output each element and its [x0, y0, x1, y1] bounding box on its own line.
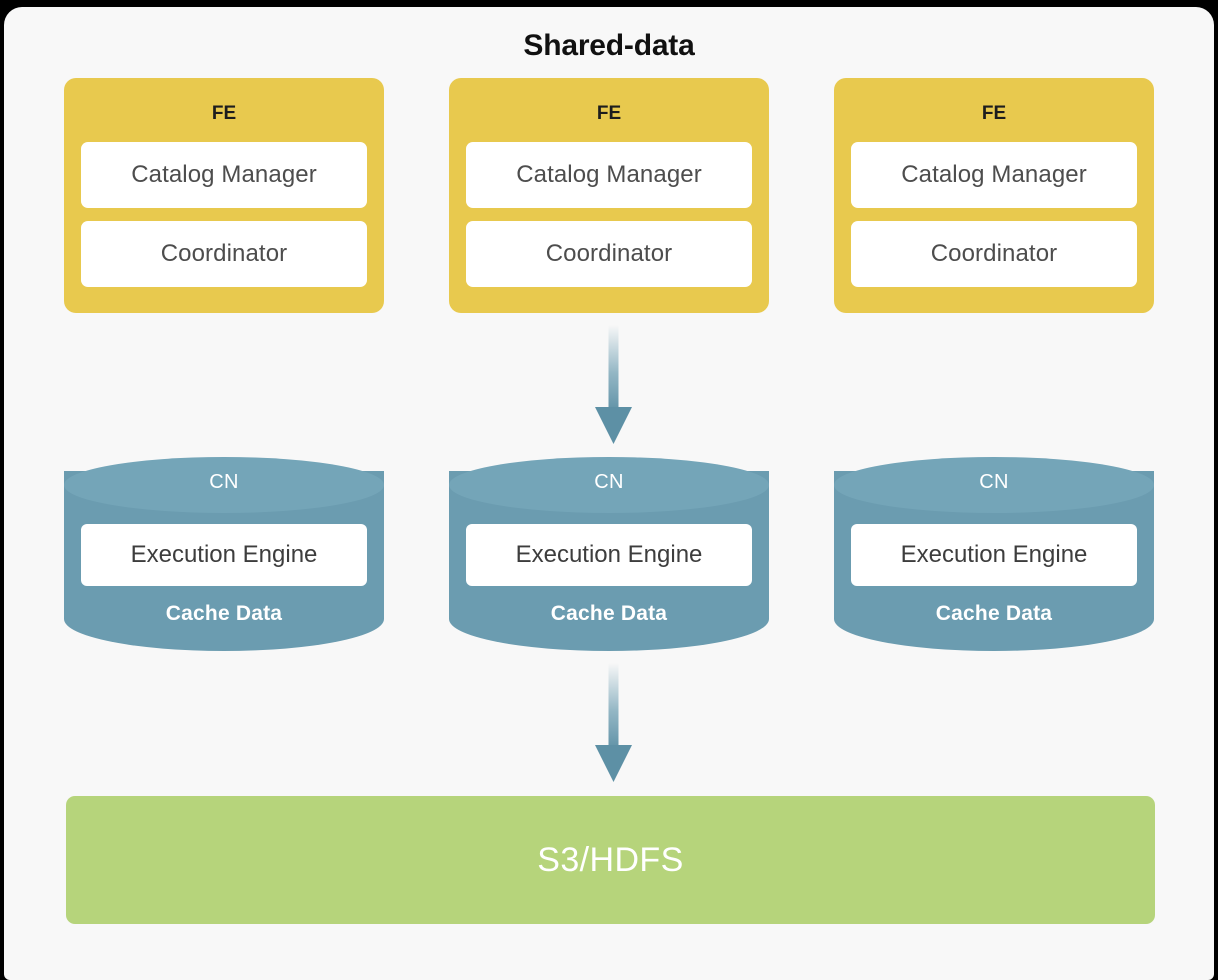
- cn-node-1-cache-data: Cache Data: [165, 602, 283, 625]
- cn-node-1-execution-engine[interactable]: Execution Engine: [81, 524, 367, 586]
- cn-node-1-label: CN: [209, 471, 239, 493]
- cn-node-3-cylinder-top-icon: [834, 457, 1154, 513]
- cn-node-2-label: CN: [594, 471, 624, 493]
- fe-node-3-catalog-manager[interactable]: Catalog Manager: [851, 142, 1137, 208]
- page-title: Shared-data: [523, 29, 695, 62]
- fe-node-3-label: FE: [981, 103, 1007, 124]
- arrow-cn-to-storage-icon: [595, 663, 632, 782]
- fe-node-1[interactable]: FE Catalog Manager Coordinator: [64, 78, 384, 313]
- fe-node-2[interactable]: FE Catalog Manager Coordinator: [449, 78, 769, 313]
- storage-node-label: S3/HDFS: [537, 840, 684, 879]
- fe-node-1-label: FE: [211, 103, 237, 124]
- fe-node-3-coordinator[interactable]: Coordinator: [851, 221, 1137, 287]
- fe-node-2-label: FE: [596, 103, 622, 124]
- cn-node-2[interactable]: CN Execution Engine Cache Data: [449, 457, 769, 651]
- fe-node-2-coordinator[interactable]: Coordinator: [466, 221, 752, 287]
- fe-node-1-coordinator[interactable]: Coordinator: [81, 221, 367, 287]
- cn-node-1[interactable]: CN Execution Engine Cache Data: [64, 457, 384, 651]
- fe-node-2-catalog-manager[interactable]: Catalog Manager: [466, 142, 752, 208]
- cn-node-3[interactable]: CN Execution Engine Cache Data: [834, 457, 1154, 651]
- cn-node-3-cache-data: Cache Data: [935, 602, 1053, 625]
- fe-node-1-catalog-manager[interactable]: Catalog Manager: [81, 142, 367, 208]
- cn-node-2-execution-engine[interactable]: Execution Engine: [466, 524, 752, 586]
- storage-node[interactable]: S3/HDFS: [66, 796, 1155, 924]
- cn-node-1-cylinder-top-icon: [64, 457, 384, 513]
- arrow-fe-to-cn-icon: [595, 325, 632, 444]
- diagram-card: Shared-data FE Catalog Manager Coordinat…: [4, 7, 1214, 980]
- cn-node-2-cache-data: Cache Data: [550, 602, 668, 625]
- fe-node-3[interactable]: FE Catalog Manager Coordinator: [834, 78, 1154, 313]
- cn-node-3-label: CN: [979, 471, 1009, 493]
- cn-node-2-cylinder-top-icon: [449, 457, 769, 513]
- cn-node-3-execution-engine[interactable]: Execution Engine: [851, 524, 1137, 586]
